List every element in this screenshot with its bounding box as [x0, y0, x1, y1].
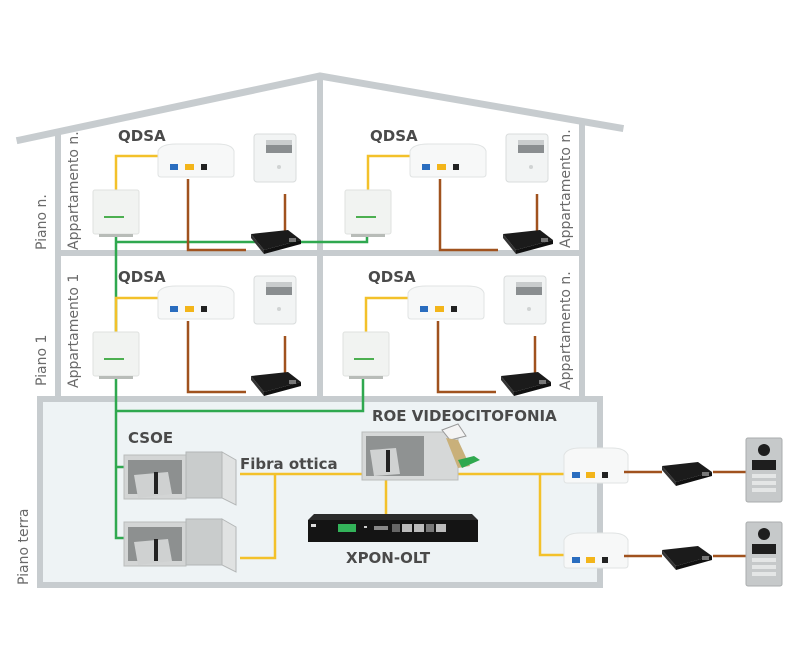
- floor-label-piano-n: Piano n.: [34, 194, 50, 250]
- apartment-unit: QDSA: [91, 127, 303, 256]
- qdsa-label: QDSA: [118, 127, 166, 145]
- ont-modem: [563, 532, 629, 569]
- fiber-line: [116, 378, 365, 413]
- roof: [15, 72, 625, 145]
- roe-label: ROE VIDEOCITOFONIA: [372, 407, 557, 425]
- roe-cabinet: [361, 423, 480, 481]
- apartment-label: Appartamento 1: [66, 274, 82, 388]
- csoe-cabinet: [123, 518, 237, 573]
- apartment-label: Appartamento n.: [558, 129, 574, 248]
- csoe-label: CSOE: [128, 429, 173, 447]
- fiber-line: [116, 230, 369, 244]
- qdsa-label: QDSA: [368, 268, 416, 286]
- apartment-unit: QDSA: [343, 127, 555, 256]
- floor-label-piano-terra: Piano terra: [16, 509, 32, 585]
- outdoor-door-station: [745, 521, 783, 587]
- copper-lines: [624, 470, 750, 558]
- poe-injector: [662, 546, 712, 570]
- floor-label-piano-1: Piano 1: [34, 335, 50, 386]
- outdoor-door-station: [745, 437, 783, 503]
- qdsa-label: QDSA: [370, 127, 418, 145]
- fiber-line: [538, 474, 570, 557]
- fiber-line: [240, 474, 277, 560]
- xpon-olt: [308, 514, 478, 542]
- qdsa-label: QDSA: [118, 268, 166, 286]
- apartment-unit: QDSA: [341, 268, 553, 398]
- apartment-unit: QDSA: [91, 268, 303, 398]
- poe-injector: [662, 462, 712, 486]
- ont-modem: [563, 447, 629, 484]
- fiber-label: Fibra ottica: [240, 455, 338, 473]
- olt-label: XPON-OLT: [346, 549, 431, 567]
- apartment-label: Appartamento n.: [66, 131, 82, 250]
- ground-floor-outline: [37, 396, 603, 588]
- csoe-cabinet: [123, 451, 237, 506]
- apartment-label: Appartamento n.: [558, 271, 574, 390]
